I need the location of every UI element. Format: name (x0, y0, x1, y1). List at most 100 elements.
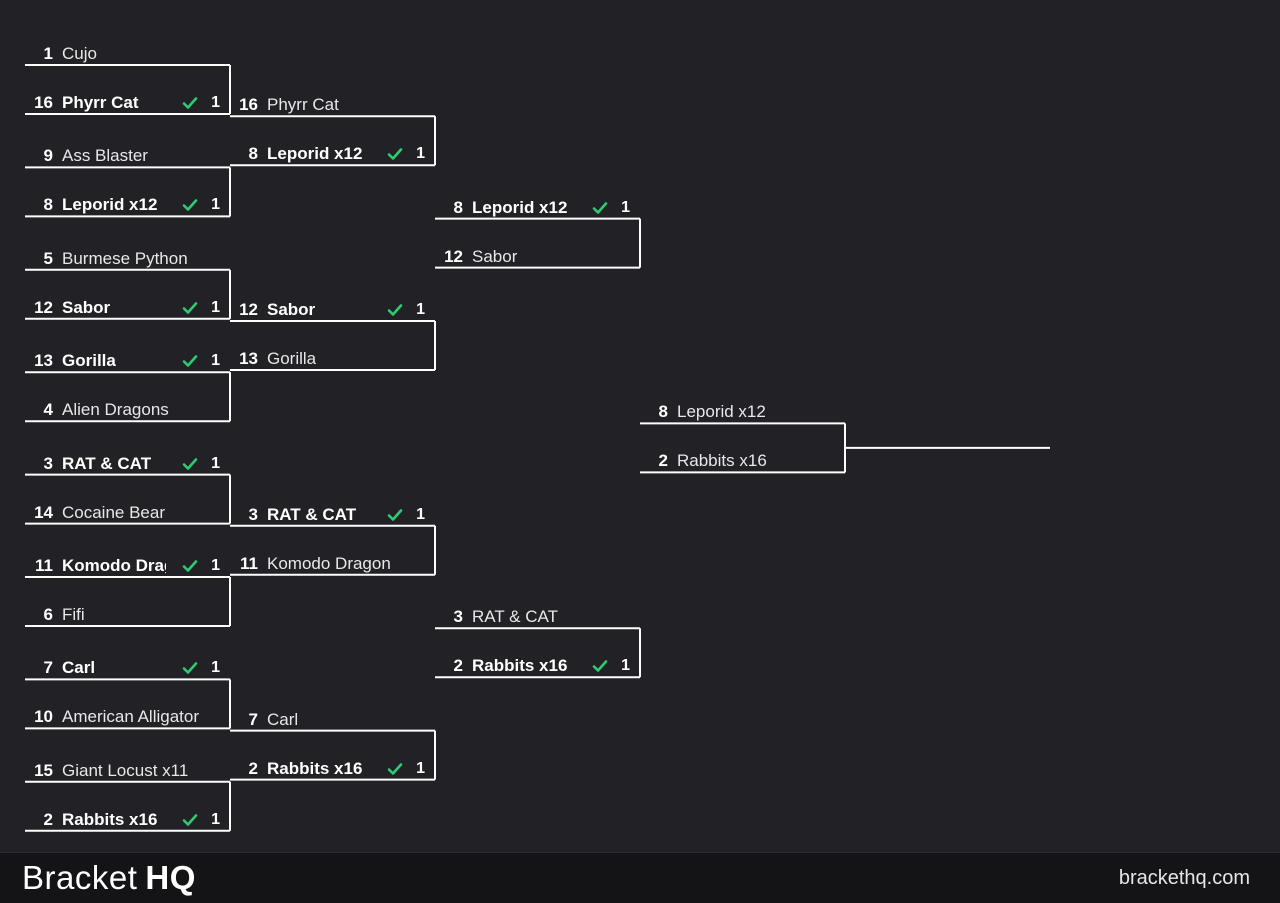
competitor-name: Ass Blaster (62, 146, 148, 166)
competitor-name: Sabor (62, 297, 111, 317)
competitor-name: Rabbits x16 (677, 451, 767, 471)
bracket-slot[interactable]: 7 Carl 1 (27, 657, 228, 679)
check-icon (182, 453, 198, 475)
competitor-name: Leporid x12 (472, 197, 568, 217)
check-icon (182, 657, 198, 679)
seed-number: 12 (34, 297, 53, 317)
bracket-slot[interactable]: 16 Phyrr Cat (232, 94, 433, 116)
seed-number: 2 (43, 809, 53, 829)
check-icon (387, 299, 403, 321)
seed-number: 3 (248, 504, 258, 524)
bracket-slot[interactable]: 6 Fifi (27, 604, 228, 626)
seed-number: 16 (239, 95, 258, 115)
seed-number: 4 (43, 400, 53, 420)
score: 1 (621, 657, 630, 675)
competitor-name: RAT & CAT (62, 453, 152, 473)
score: 1 (621, 198, 630, 216)
competitor-name: Fifi (62, 605, 85, 624)
competitor-name: Phyrr Cat (267, 95, 339, 115)
seed-number: 6 (43, 605, 53, 624)
bracket-slot[interactable]: 5 Burmese Python (27, 248, 228, 270)
competitor-name: Leporid x12 (677, 402, 766, 422)
seed-number: 2 (453, 656, 463, 676)
competitor-name: Sabor (472, 246, 518, 266)
bracket-slot[interactable]: 4 Alien Dragons (27, 399, 228, 421)
score: 1 (211, 454, 220, 472)
seed-number: 10 (34, 707, 53, 727)
check-icon (592, 197, 608, 219)
bracket-slot[interactable]: 12 Sabor (437, 246, 638, 268)
seed-number: 3 (453, 607, 463, 627)
bracket-slot[interactable]: 2 Rabbits x16 1 (437, 655, 638, 677)
seed-number: 3 (43, 453, 53, 473)
competitor-name: Gorilla (267, 349, 317, 368)
competitor-name: Komodo Dragon (267, 553, 391, 573)
brand-logo-bold: HQ (145, 859, 196, 896)
competitor-name: Rabbits x16 (267, 758, 363, 778)
score: 1 (416, 505, 425, 523)
check-icon (387, 758, 403, 780)
competitor-name: Carl (62, 658, 96, 678)
bracket-slot[interactable]: 11 Komodo Dragon (232, 553, 433, 575)
bracket-slot[interactable]: 3 RAT & CAT 1 (27, 453, 228, 475)
bracket-slot[interactable]: 2 Rabbits x16 1 (27, 809, 228, 831)
score: 1 (211, 659, 220, 677)
seed-number: 15 (34, 760, 53, 780)
seed-number: 11 (35, 556, 53, 575)
competitor-name: Giant Locust x11 (62, 760, 189, 780)
score: 1 (211, 810, 220, 828)
site-link[interactable]: brackethq.com (1118, 866, 1250, 889)
check-icon (182, 194, 198, 216)
score: 1 (416, 759, 425, 777)
competitor-name: Komodo Dragon (62, 556, 166, 575)
competitor-name: Alien Dragons (62, 400, 169, 420)
score: 1 (211, 298, 220, 316)
bracket-slot[interactable]: 15 Giant Locust x11 (27, 760, 228, 782)
seed-number: 2 (248, 758, 258, 778)
seed-number: 14 (34, 502, 53, 522)
bracket-lines (25, 64, 1050, 832)
check-icon (182, 809, 198, 831)
seed-number: 12 (444, 246, 463, 266)
competitor-name: Burmese Python (62, 248, 188, 268)
competitor-name: Sabor (267, 300, 316, 319)
seed-number: 7 (43, 658, 53, 678)
check-icon (387, 504, 403, 526)
bracket-slot[interactable]: 2 Rabbits x16 1 (232, 758, 433, 780)
seed-number: 8 (248, 144, 258, 164)
check-icon (182, 555, 198, 577)
bracket-slot[interactable]: 3 RAT & CAT (437, 606, 638, 628)
check-icon (387, 143, 403, 165)
competitor-name: Rabbits x16 (62, 809, 158, 829)
bracket-slot[interactable]: 12 Sabor 1 (27, 297, 228, 319)
competitor-name: RAT & CAT (472, 607, 558, 627)
bracket-slot[interactable]: 8 Leporid x12 (642, 401, 843, 423)
seed-number: 1 (43, 44, 53, 63)
check-icon (182, 297, 198, 319)
seed-number: 12 (239, 300, 258, 319)
seed-number: 11 (240, 553, 258, 573)
seed-number: 8 (658, 402, 668, 422)
seed-number: 16 (34, 93, 53, 112)
competitor-name: Rabbits x16 (472, 656, 568, 676)
seed-number: 5 (43, 248, 53, 268)
score: 1 (211, 196, 220, 214)
